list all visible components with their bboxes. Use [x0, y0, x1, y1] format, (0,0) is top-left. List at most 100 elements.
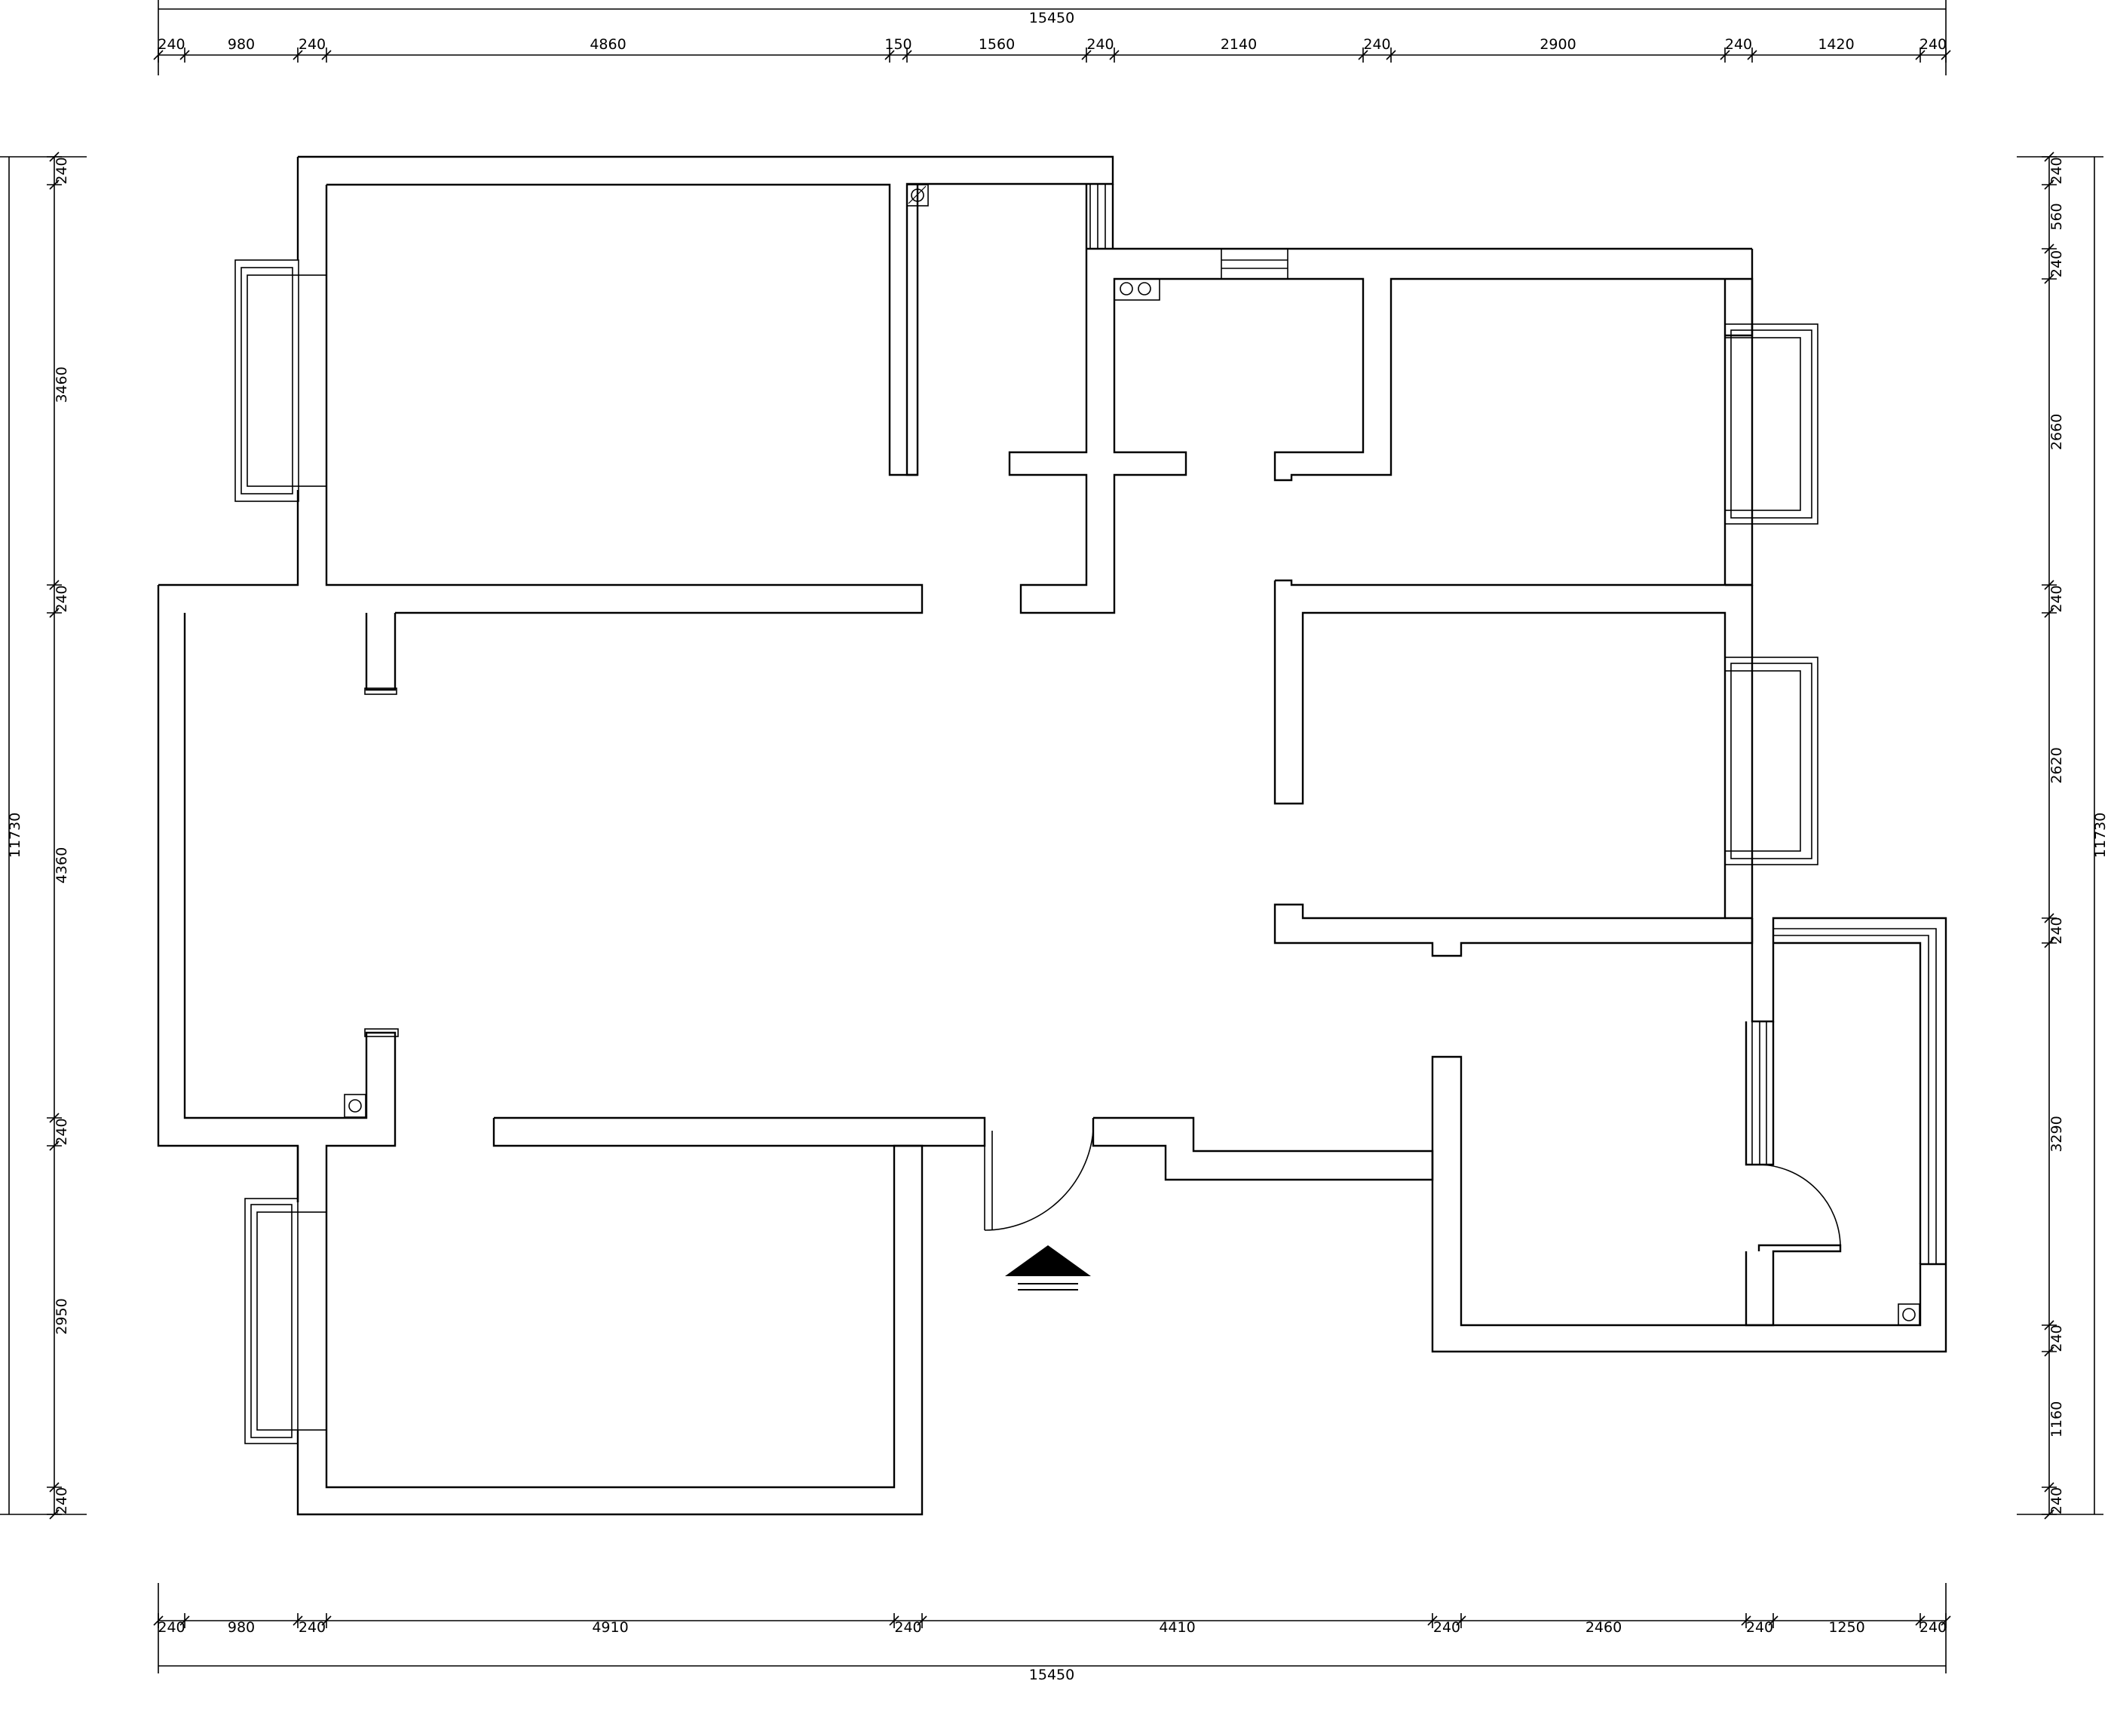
dimension-tick — [1358, 50, 1368, 60]
bay-se — [1773, 928, 1937, 1264]
wall-tl-west2 — [325, 185, 924, 614]
dimension-tick — [2044, 608, 2054, 618]
dimension-tick — [2044, 580, 2054, 590]
window-r2 — [1724, 657, 1818, 865]
dimension-tick — [1915, 50, 1926, 60]
overall-depth-left: 11730 — [7, 813, 23, 858]
dim-label: 150 — [884, 36, 911, 53]
dimension-tick — [2044, 152, 2054, 162]
window-tl — [234, 259, 299, 502]
overall-width-bottom: 15450 — [1029, 1667, 1074, 1683]
dim-label: 3460 — [54, 366, 70, 403]
dim-label: 4860 — [590, 36, 626, 53]
dimension-tick — [1747, 50, 1757, 60]
dim-label: 4410 — [1159, 1619, 1195, 1636]
dim-label: 2620 — [2048, 747, 2065, 783]
dimension-tick — [1768, 1615, 1779, 1626]
dimension-tick — [2044, 179, 2054, 190]
wall-tl-inner — [326, 183, 918, 476]
dim-label: 3290 — [2048, 1116, 2065, 1152]
right-dimension-labels: 240 560 240 2660 240 2620 240 3290 240 1… — [2048, 157, 2065, 1514]
dim-label: 1420 — [1818, 36, 1854, 53]
wall-bottom-left-bedroom — [296, 1031, 924, 1516]
dimension-tick — [2044, 1509, 2054, 1520]
wall-se-outer — [1431, 917, 1947, 1353]
dimension-tick — [49, 179, 60, 190]
dim-label: 980 — [228, 1619, 255, 1636]
dimension-tick — [321, 1615, 332, 1626]
wall-tl-west3 — [158, 490, 299, 586]
dimension-tick — [917, 1615, 927, 1626]
dim-label: 2950 — [54, 1298, 70, 1334]
dim-label: 240 — [1920, 36, 1947, 53]
dimension-tick — [1456, 1615, 1466, 1626]
dim-label: 240 — [299, 36, 326, 53]
dimension-tick — [153, 1615, 164, 1626]
dimension-tick — [2044, 938, 2054, 948]
wall-living-west-inner — [183, 613, 298, 1119]
flue-vent-icon — [906, 184, 929, 207]
dimension-tick — [1741, 1615, 1751, 1626]
wall-se-lower — [1745, 1244, 1842, 1327]
dimension-tick — [2044, 1320, 2054, 1330]
dimension-tick — [49, 580, 60, 590]
dimension-tick — [49, 1482, 60, 1493]
stub-cap-tl — [364, 687, 397, 695]
dim-label: 4360 — [54, 847, 70, 883]
stub-cap-bl — [364, 1028, 399, 1037]
dimension-tick — [153, 50, 164, 60]
window-bl — [244, 1198, 299, 1444]
door-swing-arc-icon — [1758, 1164, 1841, 1246]
dim-label: 2460 — [1586, 1619, 1622, 1636]
dim-label: 1160 — [2048, 1401, 2065, 1437]
dimension-tick — [1081, 50, 1092, 60]
flue-vents — [344, 184, 1920, 1326]
dim-label: 2900 — [1540, 36, 1576, 53]
dim-label: 2140 — [1221, 36, 1257, 53]
dimension-tick — [2044, 1346, 2054, 1357]
dim-label: 240 — [2048, 1324, 2065, 1352]
overall-depth-right: 11730 — [2092, 813, 2109, 858]
dimension-tick — [49, 1509, 60, 1520]
wall-se-inner — [1773, 941, 1922, 1264]
flue-vent-icon — [1114, 278, 1160, 301]
dimension-tick — [1941, 50, 1951, 60]
dim-label: 240 — [54, 1487, 70, 1514]
window-r1 — [1724, 323, 1818, 525]
dimension-tick — [179, 1615, 190, 1626]
overall-width-top: 15450 — [1029, 10, 1074, 26]
dim-label: 240 — [1363, 36, 1390, 53]
walls — [157, 155, 1947, 1516]
wall-top-left-bedroom — [298, 155, 1114, 476]
windows — [234, 184, 1937, 1444]
flue-vent-icon — [1898, 1303, 1920, 1326]
dim-label: 1560 — [979, 36, 1015, 53]
dimension-tick — [49, 1113, 60, 1123]
dimension-tick — [2044, 1482, 2054, 1493]
entrance-arrow-icon — [1005, 1245, 1091, 1291]
top-dimension-labels: 240 980 240 4860 150 1560 240 2140 240 2… — [158, 36, 1947, 53]
dimension-tick — [321, 50, 332, 60]
dimension-tick — [293, 50, 303, 60]
dimension-tick — [2044, 274, 2054, 284]
dimension-tick — [2044, 243, 2054, 254]
dim-label: 240 — [54, 1118, 70, 1145]
dim-label: 240 — [1086, 36, 1114, 53]
wall-south-hall — [1092, 1116, 1434, 1181]
dim-label: 240 — [1920, 1619, 1947, 1636]
dimension-tick — [293, 1615, 303, 1626]
dim-label: 240 — [2048, 157, 2065, 184]
dimension-tick — [889, 1615, 899, 1626]
dim-label: 980 — [228, 36, 255, 53]
left-dimension-labels: 240 3460 240 4360 240 2950 240 — [54, 157, 70, 1514]
dimension-tick — [1109, 50, 1120, 60]
dim-label: 240 — [299, 1619, 326, 1636]
dimension-tick — [1720, 50, 1730, 60]
wall-stub-tl — [365, 613, 397, 691]
dim-label: 240 — [1746, 1619, 1773, 1636]
wall-right-side-top — [1723, 249, 1754, 585]
window-top-small — [1221, 248, 1288, 280]
dim-label: 240 — [894, 1619, 921, 1636]
wall-right-bedroom-2 — [1273, 580, 1754, 957]
